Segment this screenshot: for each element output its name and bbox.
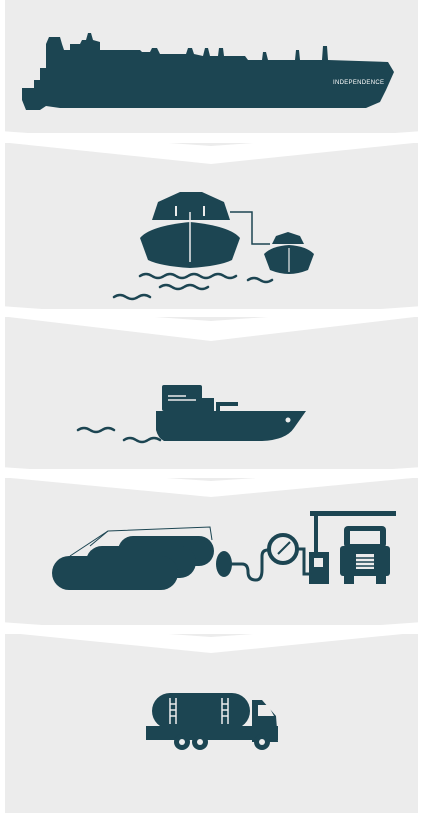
tanker-truck-icon bbox=[146, 693, 278, 750]
ship-name-label: INDEPENDENCE bbox=[333, 80, 384, 86]
storage-tanks-regasification-truck-loading-icon bbox=[52, 511, 396, 590]
chevron-divider-2 bbox=[0, 306, 423, 341]
bunker-vessel-icon bbox=[78, 385, 306, 442]
lng-carrier-ship-icon: INDEPENDENCE bbox=[22, 33, 394, 110]
chevron-divider-1 bbox=[0, 131, 423, 164]
chevron-divider-4 bbox=[0, 622, 423, 653]
ship-to-ship-transfer-icon bbox=[114, 192, 314, 299]
chevron-divider-3 bbox=[0, 467, 423, 497]
